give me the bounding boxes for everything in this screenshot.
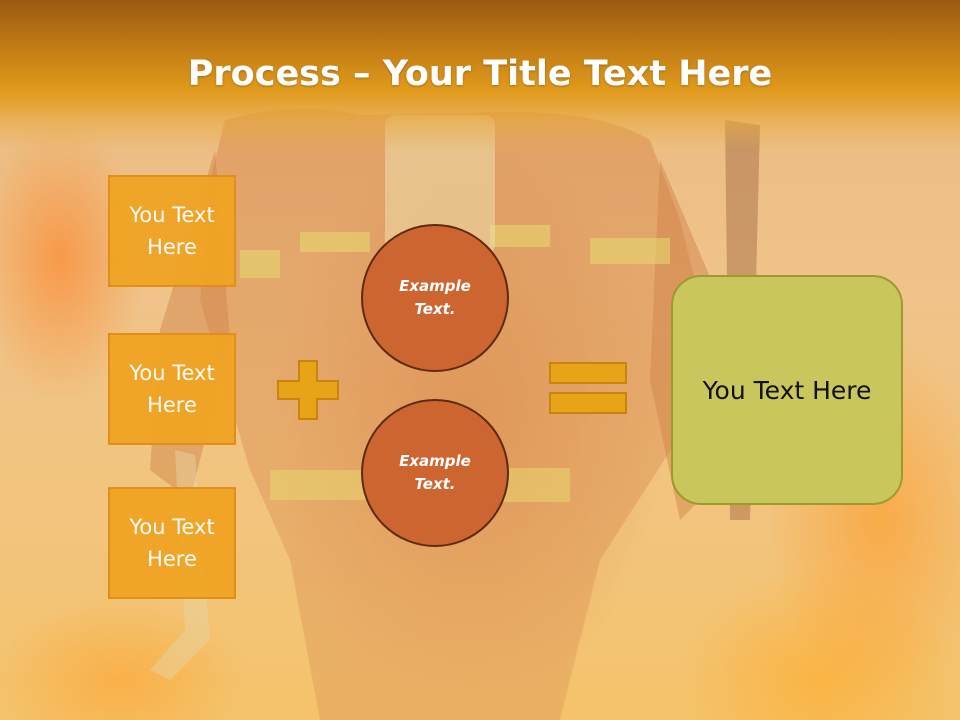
example-circle-1-label: Example Text. xyxy=(399,277,471,318)
example-circle-2[interactable]: Example Text. xyxy=(361,399,509,547)
title-bold: Process xyxy=(187,54,341,94)
result-text-box[interactable]: You Text Here xyxy=(671,275,903,505)
slide-title[interactable]: Process – Your Title Text Here xyxy=(0,52,960,96)
left-text-box-2-label: You Text Here xyxy=(129,361,215,417)
example-circle-1[interactable]: Example Text. xyxy=(361,224,509,372)
title-rest: – Your Title Text Here xyxy=(340,54,773,94)
left-text-box-2[interactable]: You Text Here xyxy=(108,333,236,445)
left-text-box-3-label: You Text Here xyxy=(129,515,215,571)
equals-icon[interactable] xyxy=(549,362,627,414)
example-circle-2-label: Example Text. xyxy=(399,452,471,493)
left-text-box-1[interactable]: You Text Here xyxy=(108,175,236,287)
result-text-box-label: You Text Here xyxy=(702,375,872,405)
left-text-box-1-label: You Text Here xyxy=(129,203,215,259)
header-band xyxy=(0,0,960,150)
plus-icon[interactable] xyxy=(277,360,339,420)
left-text-box-3[interactable]: You Text Here xyxy=(108,487,236,599)
